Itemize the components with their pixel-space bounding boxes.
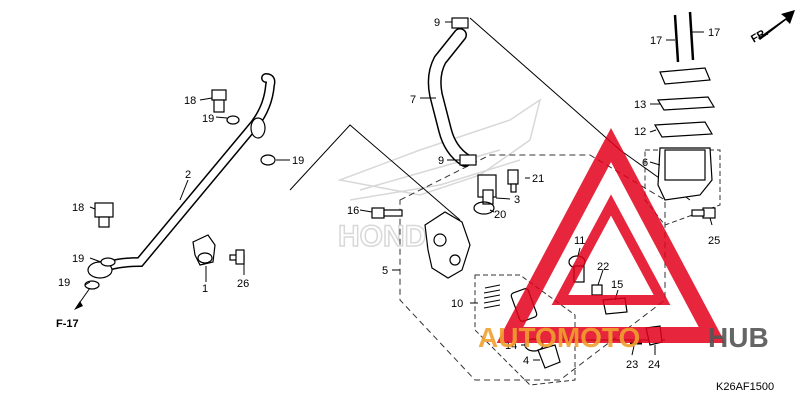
callout-19-d: 19 [58, 277, 70, 289]
callout-1: 1 [202, 283, 208, 295]
assembly-outline-10 [474, 274, 576, 386]
callout-3: 3 [514, 194, 520, 206]
bolt-18-left [94, 202, 114, 228]
hose-clip-9-bottom [459, 154, 477, 166]
reservoir-hose-7 [427, 28, 472, 167]
hose-clip-9-top [451, 17, 469, 29]
reservoir-cap-8 [659, 67, 711, 85]
screw-21 [507, 169, 519, 193]
bolt-25 [691, 207, 716, 219]
reservoir-6 [657, 147, 713, 201]
watermark-logo [496, 127, 726, 343]
bolt-16 [371, 207, 403, 219]
washer-19-a [226, 115, 240, 125]
callout-17-right: 17 [708, 27, 720, 39]
callout-11: 11 [574, 235, 585, 247]
callout-22: 22 [597, 261, 609, 273]
hose-clamp-1 [192, 234, 216, 266]
watermark-brand-part2: HUB [708, 322, 769, 353]
callout-18-upper: 18 [184, 95, 196, 107]
callout-21: 21 [532, 173, 544, 185]
callout-17-left: 17 [650, 35, 662, 47]
watermark-brand-part1: AUTOMOTO [478, 322, 640, 353]
washer-19-d [84, 280, 100, 290]
callout-4: 4 [523, 355, 529, 367]
callout-6: 6 [642, 157, 648, 169]
hose-joint-3 [477, 174, 497, 205]
callout-9-top: 9 [434, 17, 440, 29]
callout-24: 24 [648, 359, 660, 371]
bushing-22 [591, 284, 603, 296]
callout-25: 25 [708, 235, 720, 247]
callout-15: 15 [611, 279, 623, 291]
screw-26 [229, 249, 245, 265]
washer-19-c [100, 257, 116, 267]
callout-26: 26 [237, 278, 249, 290]
callout-5: 5 [382, 265, 388, 277]
callout-13: 13 [634, 99, 646, 111]
diaphragm-13 [656, 96, 716, 111]
callout-2: 2 [185, 169, 191, 181]
guide-line-mid [289, 124, 461, 221]
reference-arrow [74, 287, 91, 310]
master-cylinder-body-5 [424, 211, 471, 279]
plate-12 [653, 121, 714, 138]
callout-19-b: 19 [292, 155, 304, 167]
callout-numbers: 18 19 19 2 18 19 19 1 26 7 9 9 3 21 20 1… [58, 17, 720, 371]
direction-label: FR. [749, 26, 770, 45]
assembly-outline-6 [644, 149, 721, 226]
bolt-18-upper [211, 89, 227, 113]
reference-label: F-17 [56, 318, 79, 330]
screw-17-b [688, 11, 695, 61]
assembly-outline-5 [399, 154, 666, 381]
front-direction-arrow: FR. [749, 10, 795, 46]
boot-4 [537, 344, 561, 369]
callout-19-c: 19 [72, 253, 84, 265]
callout-10: 10 [451, 298, 463, 310]
brake-pipe [87, 73, 276, 279]
callout-9-bottom: 9 [438, 155, 444, 167]
piston-spring [483, 284, 501, 309]
callout-19-a: 19 [202, 113, 214, 125]
callout-16: 16 [347, 205, 359, 217]
callout-20: 20 [494, 209, 506, 221]
callout-12: 12 [634, 126, 646, 138]
callout-7: 7 [410, 94, 416, 106]
diagram-code: K26AF1500 [716, 381, 774, 393]
watermark-text: AUTOMOTO HUB [478, 322, 769, 353]
callout-23: 23 [626, 359, 638, 371]
o-ring-20 [473, 201, 495, 215]
leader-lines [84, 21, 713, 361]
callout-18-left: 18 [72, 202, 84, 214]
screw-17-a [673, 14, 680, 63]
washer-19-b [260, 154, 276, 166]
